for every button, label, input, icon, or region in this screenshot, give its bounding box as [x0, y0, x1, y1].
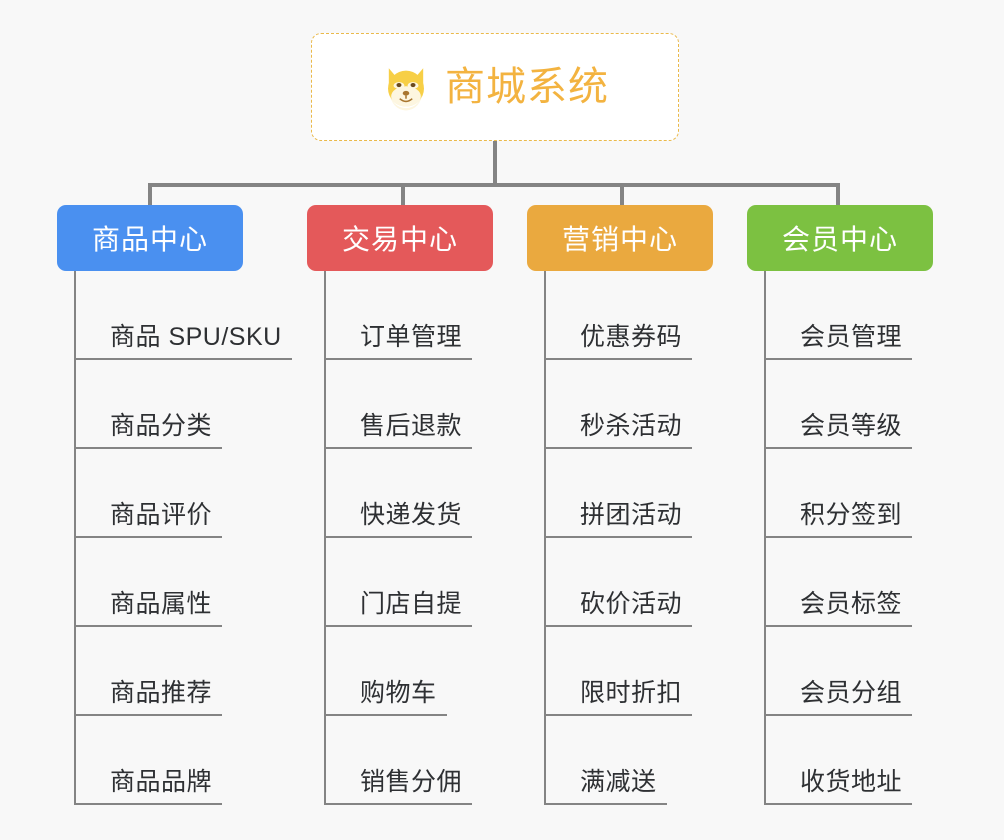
leaf-label: 拼团活动 — [546, 501, 693, 538]
list-item[interactable]: 商品品牌 — [76, 716, 307, 805]
leaf-label: 会员等级 — [766, 412, 913, 449]
list-item[interactable]: 订单管理 — [326, 271, 527, 360]
list-item[interactable]: 商品 SPU/SKU — [76, 271, 307, 360]
branch-spine-marketing-center: 优惠券码 秒杀活动 拼团活动 砍价活动 限时折扣 满减送 — [544, 271, 747, 805]
leaf-label: 订单管理 — [326, 323, 473, 360]
list-item[interactable]: 商品属性 — [76, 538, 307, 627]
branch-spine-member-center: 会员管理 会员等级 积分签到 会员标签 会员分组 收货地址 — [764, 271, 967, 805]
leaf-label: 商品推荐 — [76, 679, 223, 716]
list-item[interactable]: 商品分类 — [76, 360, 307, 449]
dog-face-icon — [381, 62, 431, 112]
connector-drop-product-center — [148, 183, 152, 205]
list-item[interactable]: 拼团活动 — [546, 449, 747, 538]
leaf-label: 满减送 — [546, 768, 667, 805]
branch-spine-product-center: 商品 SPU/SKU 商品分类 商品评价 商品属性 商品推荐 商品品牌 — [74, 271, 307, 805]
connector-drop-member-center — [836, 183, 840, 205]
leaf-label: 商品品牌 — [76, 768, 223, 805]
leaf-label: 门店自提 — [326, 590, 473, 627]
list-item[interactable]: 购物车 — [326, 627, 527, 716]
leaf-label: 积分签到 — [766, 501, 913, 538]
branch-product-center: 商品中心 商品 SPU/SKU 商品分类 商品评价 商品属性 商品推荐 商品品牌 — [57, 205, 307, 805]
category-header-product-center[interactable]: 商品中心 — [57, 205, 243, 271]
list-item[interactable]: 会员分组 — [766, 627, 967, 716]
connector-horizontal-bus — [150, 183, 838, 187]
leaf-label: 收货地址 — [766, 768, 913, 805]
list-item[interactable]: 门店自提 — [326, 538, 527, 627]
list-item[interactable]: 销售分佣 — [326, 716, 527, 805]
connector-drop-marketing-center — [620, 183, 624, 205]
leaf-label: 秒杀活动 — [546, 412, 693, 449]
leaf-label: 快递发货 — [326, 501, 473, 538]
branch-trade-center: 交易中心 订单管理 售后退款 快递发货 门店自提 购物车 销售分佣 — [307, 205, 527, 805]
root-node[interactable]: 商城系统 — [311, 33, 679, 141]
leaf-label: 会员分组 — [766, 679, 913, 716]
list-item[interactable]: 秒杀活动 — [546, 360, 747, 449]
list-item[interactable]: 售后退款 — [326, 360, 527, 449]
list-item[interactable]: 快递发货 — [326, 449, 527, 538]
leaf-label: 商品属性 — [76, 590, 223, 627]
leaf-label: 销售分佣 — [326, 768, 473, 805]
list-item[interactable]: 砍价活动 — [546, 538, 747, 627]
leaf-label: 商品 SPU/SKU — [76, 323, 292, 360]
leaf-label: 商品分类 — [76, 412, 223, 449]
list-item[interactable]: 积分签到 — [766, 449, 967, 538]
branch-member-center: 会员中心 会员管理 会员等级 积分签到 会员标签 会员分组 收货地址 — [747, 205, 967, 805]
leaf-label: 售后退款 — [326, 412, 473, 449]
list-item[interactable]: 会员等级 — [766, 360, 967, 449]
leaf-label: 会员管理 — [766, 323, 913, 360]
connector-root-stem — [493, 141, 497, 185]
connector-drop-trade-center — [401, 183, 405, 205]
list-item[interactable]: 商品推荐 — [76, 627, 307, 716]
branch-spine-trade-center: 订单管理 售后退款 快递发货 门店自提 购物车 销售分佣 — [324, 271, 527, 805]
leaf-label: 购物车 — [326, 679, 447, 716]
leaf-label: 砍价活动 — [546, 590, 693, 627]
category-header-trade-center[interactable]: 交易中心 — [307, 205, 493, 271]
category-header-marketing-center[interactable]: 营销中心 — [527, 205, 713, 271]
leaf-label: 会员标签 — [766, 590, 913, 627]
leaf-label: 优惠券码 — [546, 323, 693, 360]
list-item[interactable]: 收货地址 — [766, 716, 967, 805]
branch-marketing-center: 营销中心 优惠券码 秒杀活动 拼团活动 砍价活动 限时折扣 满减送 — [527, 205, 747, 805]
list-item[interactable]: 限时折扣 — [546, 627, 747, 716]
list-item[interactable]: 商品评价 — [76, 449, 307, 538]
category-header-member-center[interactable]: 会员中心 — [747, 205, 933, 271]
list-item[interactable]: 会员管理 — [766, 271, 967, 360]
list-item[interactable]: 满减送 — [546, 716, 747, 805]
leaf-label: 商品评价 — [76, 501, 223, 538]
root-title: 商城系统 — [445, 65, 609, 109]
list-item[interactable]: 会员标签 — [766, 538, 967, 627]
list-item[interactable]: 优惠券码 — [546, 271, 747, 360]
leaf-label: 限时折扣 — [546, 679, 693, 716]
